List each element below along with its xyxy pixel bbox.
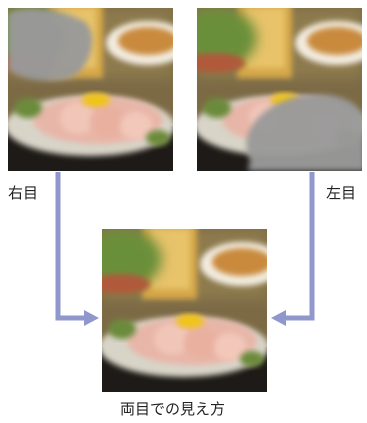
scotoma-top-left [8,8,93,81]
panel-right-eye [8,3,190,171]
arrowhead-right-icon [84,310,99,326]
arrow-from-right-eye [55,172,99,326]
right-eye-label: 右目 [8,184,39,202]
scotoma-bottom-right [246,94,362,171]
panel-left-eye [177,3,362,171]
panel-both-eyes [82,224,284,392]
left-eye-label: 左目 [326,184,357,202]
both-eyes-caption: 両目での見え方 [120,400,226,418]
arrowhead-left-icon [271,310,286,326]
arrow-from-left-eye [271,172,315,326]
